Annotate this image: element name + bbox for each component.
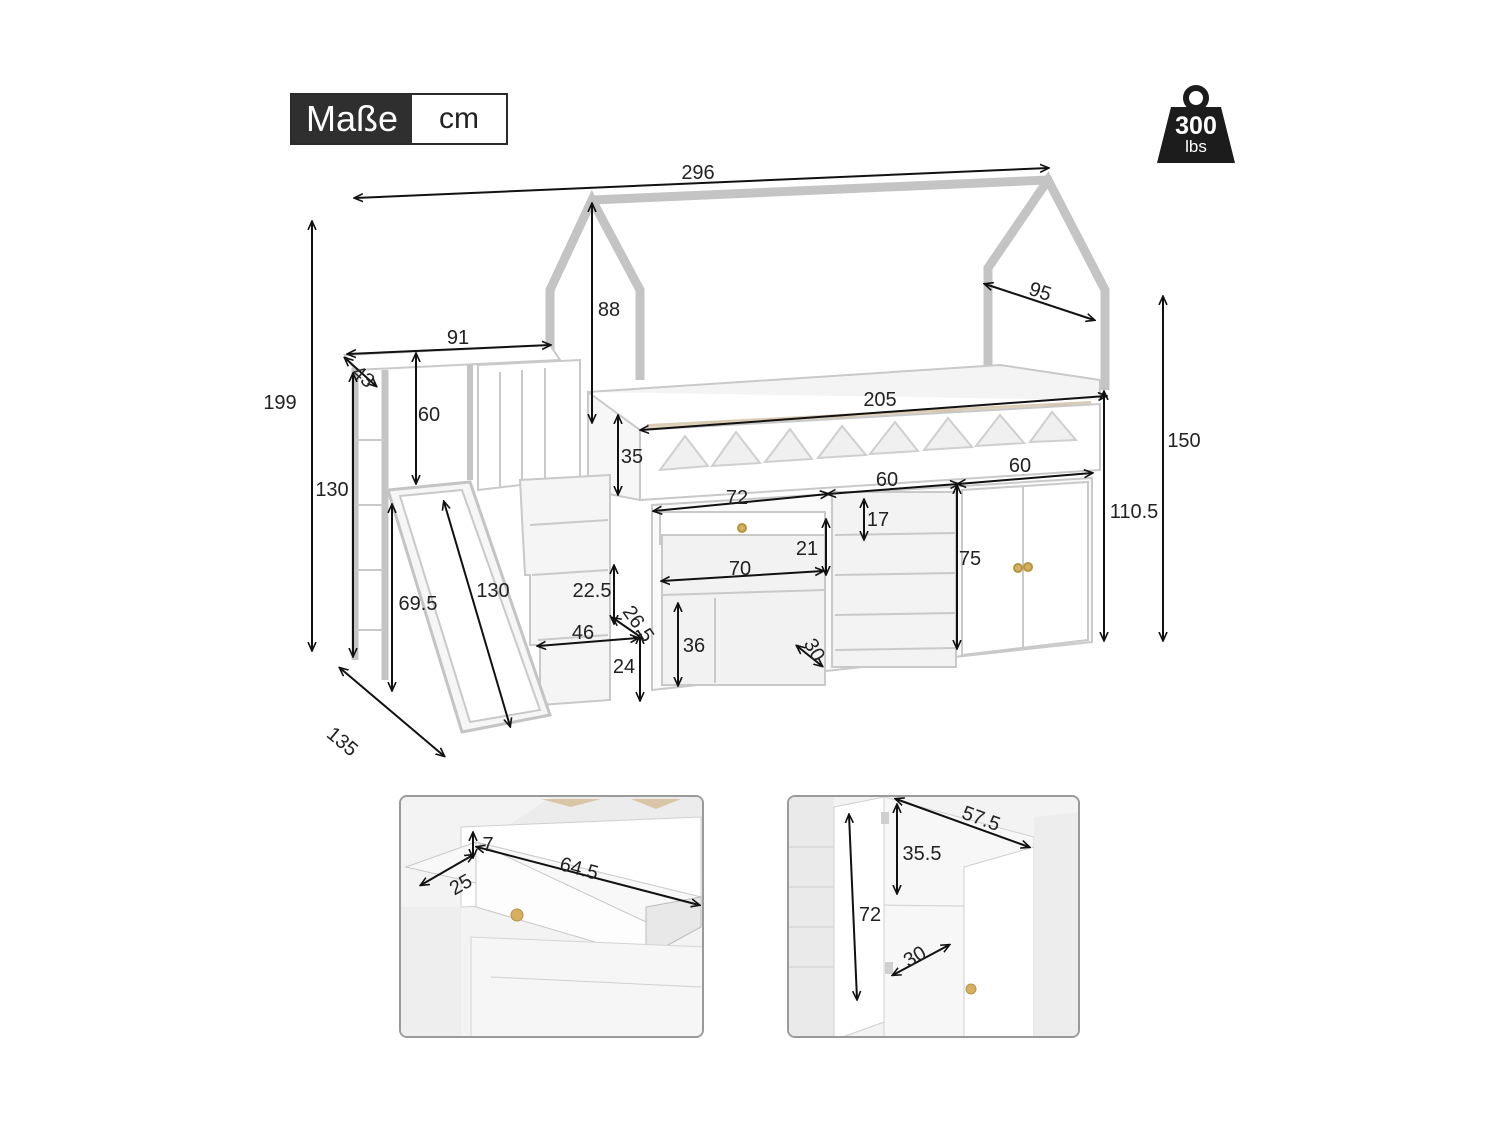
dim-platform-rail: 60 — [418, 404, 440, 426]
dim-bed-length: 205 — [863, 389, 896, 411]
dimension-lines — [312, 168, 1163, 756]
weight-value: 300 — [1175, 112, 1217, 140]
dim-shelf-width: 60 — [876, 469, 898, 491]
dim-cabinet-width: 60 — [1009, 455, 1031, 477]
dim-step-height: 22.5 — [573, 580, 612, 602]
dim-under-bed-height: 110.5 — [1110, 501, 1159, 523]
dim-bed-depth: 135 — [322, 723, 362, 761]
dim-right-height: 150 — [1167, 430, 1200, 452]
dim-cabinet-shelf-height-inset: 35.5 — [903, 843, 942, 865]
dim-roof-height: 88 — [598, 299, 620, 321]
drawer-detail-diagram: 7 25 64.5 — [401, 797, 702, 1036]
dim-drawer-height-inset: 7 — [482, 834, 493, 856]
dim-roof-slope: 95 — [1026, 278, 1054, 306]
weight-icon — [1157, 85, 1235, 163]
dim-shelf-height: 75 — [959, 548, 981, 570]
dim-drawer-height: 21 — [796, 538, 818, 560]
cabinet-detail-diagram: 57.5 35.5 72 30 — [789, 797, 1078, 1036]
dim-guard-height: 35 — [621, 446, 643, 468]
dim-ladder-height: 130 — [315, 479, 348, 501]
dim-desk-inner-width: 70 — [729, 558, 751, 580]
dim-total-height: 199 — [263, 392, 296, 414]
bed-illustration — [343, 171, 1110, 734]
dim-cabinet-inner-height-inset: 72 — [859, 904, 881, 926]
units-title: Maße — [292, 95, 412, 143]
weight-capacity-badge: 300 lbs — [1155, 85, 1237, 167]
dim-desk-lower-height: 36 — [683, 635, 705, 657]
weight-unit: lbs — [1185, 137, 1207, 156]
inset-drawer-detail: 7 25 64.5 — [399, 795, 704, 1038]
dim-desk-width: 72 — [726, 487, 748, 509]
units-value: cm — [439, 102, 479, 135]
dim-slide-start-height: 69.5 — [399, 593, 438, 615]
units-label: Maße cm — [290, 93, 508, 145]
dim-total-length: 296 — [681, 162, 714, 184]
inset-cabinet-detail: 57.5 35.5 72 30 — [787, 795, 1080, 1038]
dim-step-width: 46 — [572, 622, 594, 644]
dim-platform-width: 91 — [447, 327, 469, 349]
dim-bottom-step: 24 — [613, 656, 635, 678]
dim-top-shelf-height: 17 — [867, 509, 889, 531]
dim-slide-length: 130 — [476, 580, 509, 602]
